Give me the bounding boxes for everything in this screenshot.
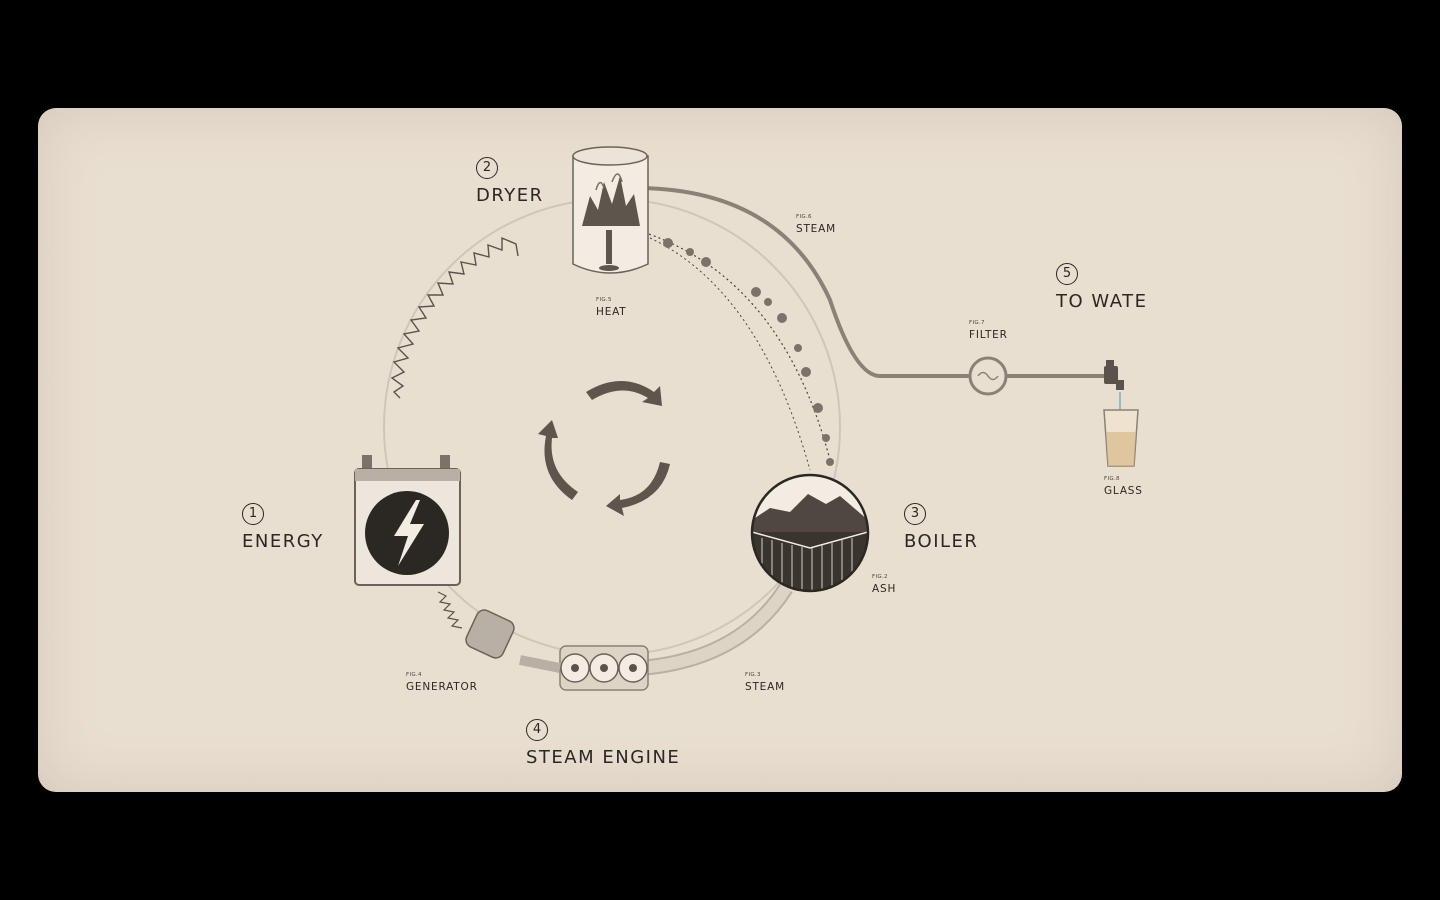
stage-number: 2 <box>476 157 498 179</box>
figure-number: FIG.8 <box>1104 476 1120 482</box>
figure-label: FILTER <box>969 329 1008 341</box>
flame-icon <box>582 176 640 226</box>
stage-title: DRYER <box>476 185 544 206</box>
generator-icon <box>465 609 515 659</box>
glass-icon <box>1103 409 1139 467</box>
cycle-arrows-icon <box>538 381 670 516</box>
stage-title: ENERGY <box>242 531 324 552</box>
figure-ash: FIG.2 ASH <box>872 574 896 595</box>
lightning-icon <box>394 500 424 566</box>
generator-coil <box>437 591 463 629</box>
stage-number: 1 <box>242 503 264 525</box>
stage-number: 3 <box>904 503 926 525</box>
figure-label: STEAM <box>745 681 785 693</box>
dryer-tank-icon <box>572 146 649 274</box>
figure-number: FIG.7 <box>969 320 985 326</box>
steam-engine-icon <box>559 645 649 691</box>
stage-steam-engine: 4 STEAM ENGINE <box>526 714 680 768</box>
figure-steam-lower: FIG.3 STEAM <box>745 672 785 693</box>
figure-label: GLASS <box>1104 485 1143 497</box>
figure-number: FIG.6 <box>796 214 812 220</box>
figure-number: FIG.2 <box>872 574 888 580</box>
stage-to-water: 5 TO WATE <box>1056 258 1147 312</box>
figure-steam-upper: FIG.6 STEAM <box>796 214 836 235</box>
figure-number: FIG.3 <box>745 672 761 678</box>
faucet-icon <box>1104 360 1124 390</box>
figure-label: HEAT <box>596 306 627 318</box>
stage-title: TO WATE <box>1056 291 1148 312</box>
figure-glass: FIG.8 GLASS <box>1104 476 1143 497</box>
filter-icon <box>968 356 1008 396</box>
heat-coil <box>390 236 519 399</box>
figure-label: ASH <box>872 583 897 595</box>
figure-number: FIG.5 <box>596 297 612 303</box>
stage-dryer: 2 DRYER <box>476 152 544 206</box>
figure-generator: FIG.4 GENERATOR <box>406 672 478 693</box>
figure-number: FIG.4 <box>406 672 422 678</box>
stage-title: STEAM ENGINE <box>526 747 681 768</box>
boiler-icon <box>750 473 870 593</box>
stage-energy: 1 ENERGY <box>242 498 324 552</box>
stage-number: 5 <box>1056 263 1078 285</box>
ash-particles <box>663 238 834 466</box>
figure-heat: FIG.5 HEAT <box>596 297 627 318</box>
stage-boiler: 3 BOILER <box>904 498 978 552</box>
diagram-board <box>38 108 1402 792</box>
steam-dotted-path <box>629 227 831 461</box>
figure-label: STEAM <box>796 223 836 235</box>
figure-label: GENERATOR <box>406 681 478 693</box>
battery-icon <box>354 455 461 586</box>
figure-filter: FIG.7 FILTER <box>969 320 1008 341</box>
steam-pipe <box>639 186 970 378</box>
stage-number: 4 <box>526 719 548 741</box>
stage-title: BOILER <box>904 531 979 552</box>
